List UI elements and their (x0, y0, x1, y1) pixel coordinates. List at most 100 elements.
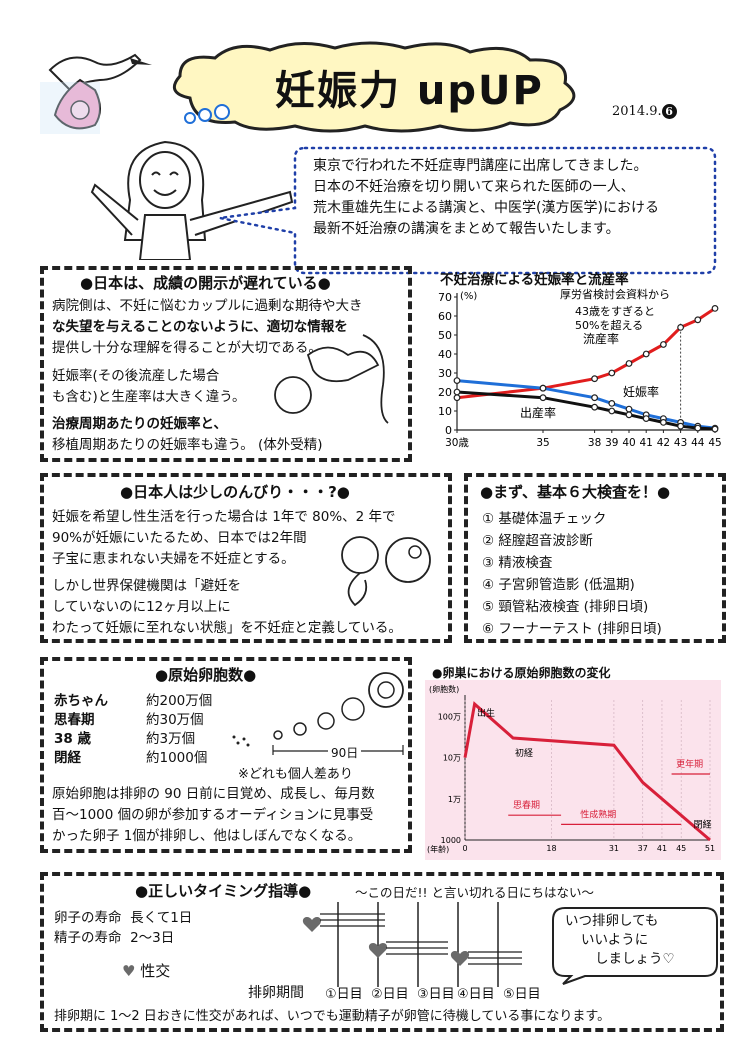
x-tick-label: 44 (691, 437, 705, 449)
advice-bubble-frame (552, 907, 718, 985)
data-point (694, 316, 702, 324)
y-tick-label: 20 (438, 386, 452, 399)
section-timing-subtitle: 〜この日だ!! と言い切れる日にちはない〜 (355, 885, 594, 900)
chart2-title: ●卵巣における原始卵胞数の変化 (432, 666, 611, 680)
data-point (453, 394, 461, 402)
data-point (642, 415, 650, 423)
lifespan-table: 卵子の寿命 長くて1日 精子の寿命 2〜3日 (54, 910, 193, 946)
data-point (591, 403, 599, 411)
follicle-growth-illustration (232, 672, 404, 755)
x-tick-label: 45 (708, 437, 721, 449)
data-point (608, 407, 616, 415)
chart-annotation: 性成熟期 (580, 809, 616, 821)
chart-annotation: 更年期 (676, 758, 703, 770)
section-japan-para2: しかし世界保健機関は「避妊を していないのに12ヶ月以上に わたって妊娠に至れな… (52, 578, 402, 636)
series-line (456, 307, 716, 400)
y-tick-label: 10万 (443, 754, 461, 763)
x-tick-label: 35 (536, 437, 549, 449)
x-tick-label: 41 (657, 844, 667, 853)
x-tick-label: 18 (546, 844, 556, 853)
list-item: ① 基礎体温チェック (482, 511, 607, 527)
section-follicles (40, 657, 412, 853)
day-label: ④日目 (457, 987, 495, 1002)
intro-line: 最新不妊治療の講演をまとめて報告いたします。 (313, 221, 620, 237)
sperm-egg-illustration (341, 536, 431, 607)
follicle-table: 赤ちゃん約200万個 思春期約30万個 38 歳約3万個 閉経約1000個 (54, 693, 213, 766)
y-tick-label: 30 (438, 367, 452, 380)
x-tick-label: 30歳 (445, 437, 469, 449)
data-point (539, 394, 547, 402)
section-disclosure-para2: 妊娠率(その後流産した場合 も含む)と生産率は大きく違う。 (52, 368, 246, 405)
timing-diagram (302, 902, 522, 987)
y-tick-label: 70 (438, 291, 452, 304)
tests-list: ① 基礎体温チェック ② 経膣超音波診断 ③ 精液検査 ④ 子宮卵管造影 (低温… (482, 508, 662, 640)
chart-annotation: 出生 (477, 707, 495, 719)
y-tick-label: 50 (438, 329, 452, 342)
y-tick-label: 1万 (448, 795, 461, 804)
x-tick-label: 31 (609, 844, 619, 853)
intercourse-legend: ♥ 性交 (122, 962, 171, 980)
section-japan-para1: 妊娠を希望し性生活を行った場合は 1年で 80%、2 年で 90%が妊娠にいたる… (52, 509, 396, 567)
section-timing-title: ●正しいタイミング指導● (135, 882, 312, 900)
series-line (456, 390, 716, 431)
day-label: ③日目 (417, 987, 455, 1002)
chart1-title: 不妊治療による妊娠率と流産率 (440, 272, 629, 288)
data-point (453, 377, 461, 384)
chart-annotation: 50%を超える (575, 318, 643, 332)
list-item: ⑥ フーナーテスト (排卵日頃) (482, 621, 662, 637)
y-tick-label: 100万 (438, 712, 461, 721)
data-point (711, 425, 719, 433)
section-disclosure-para3: 治療周期あたりの妊娠率と、 移植周期あたりの妊娠率も違う。 (体外受精) (52, 416, 323, 453)
data-point (591, 375, 599, 383)
data-point (677, 324, 685, 331)
data-point (694, 424, 702, 432)
y-unit-label: (卵胞数) (429, 684, 459, 694)
data-point (642, 350, 650, 358)
girl-illustration (90, 140, 294, 260)
individual-note: ※どれも個人差あり (238, 767, 353, 782)
y-tick-label: 60 (438, 310, 452, 323)
section-tests (464, 473, 726, 643)
data-point (453, 388, 461, 396)
x-unit-label: (年齢) (427, 844, 449, 854)
x-tick-label: 43 (674, 437, 687, 449)
list-item: ③ 精液検査 (482, 555, 553, 571)
x-tick-label: 41 (640, 437, 653, 449)
x-tick-label: 42 (657, 437, 670, 449)
y-tick-label: 10 (438, 405, 452, 418)
day-label: ①日目 (325, 987, 363, 1002)
data-point (659, 418, 667, 426)
stork-baby-illustration (274, 334, 389, 424)
y-tick-label: 1000 (441, 836, 461, 845)
series-label: 出産率 (520, 405, 556, 420)
chart-source: 厚労省検討会資料から (560, 287, 670, 301)
section-japan (40, 473, 452, 643)
data-point (591, 394, 599, 402)
intro-line: 東京で行われた不妊症専門講座に出席してきました。 (313, 158, 648, 174)
data-point (711, 305, 719, 312)
data-point (608, 369, 616, 377)
section-disclosure (40, 266, 412, 462)
x-tick-label: 51 (705, 844, 715, 853)
list-item: ④ 子宮卵管造影 (低温期) (482, 577, 635, 593)
intro-text: 東京で行われた不妊症専門講座に出席してきました。 日本の不妊治療を切り開いて来ら… (313, 156, 659, 240)
days-label: 90日 (328, 744, 362, 761)
data-point (625, 411, 633, 419)
series-line (463, 701, 711, 842)
heart-icon: ♥ (122, 962, 136, 980)
x-tick-label: 37 (638, 844, 648, 853)
data-point (659, 341, 667, 348)
data-point (625, 360, 633, 367)
series-line (456, 379, 716, 430)
chart-annotation: 43歳をすぎると (575, 304, 655, 318)
x-tick-label: 40 (622, 437, 635, 449)
advice-bubble-text: いつ排卵しても いいように しましょう♡ (565, 913, 675, 967)
section-disclosure-title: ●日本は、成績の開示が遅れている● (80, 274, 331, 292)
section-timing-footer: 排卵期に 1〜2 日おきに性交があれば、いつでも運動精子が卵管に待機している事に… (54, 1009, 611, 1024)
list-item: ⑤ 頸管粘液検査 (排卵日頃) (482, 599, 649, 615)
intro-bubble-frame (219, 146, 717, 275)
data-point (677, 422, 685, 430)
